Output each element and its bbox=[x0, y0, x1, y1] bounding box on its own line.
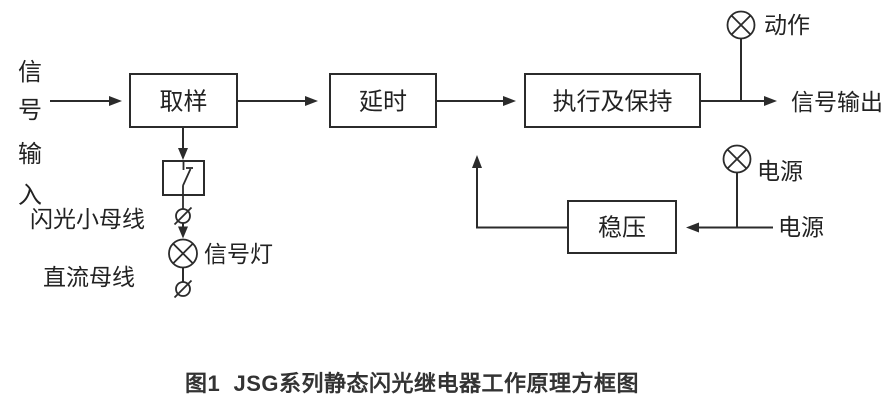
action-lamp-branch: 动作 bbox=[726, 10, 810, 101]
power-lamp-label: 电源 bbox=[757, 158, 803, 184]
arrow-delay-to-execute bbox=[437, 96, 516, 106]
block-execute-hold-label: 执行及保持 bbox=[553, 89, 673, 116]
arrow-input-to-sampling bbox=[50, 96, 122, 106]
signal-input-char-4: 入 bbox=[18, 182, 42, 209]
flash-bus-label: 闪光小母线 bbox=[30, 206, 145, 232]
signal-input-char-1: 信 bbox=[18, 59, 42, 86]
figure-caption: 图1 JSG系列静态闪光继电器工作原理方框图 bbox=[185, 371, 639, 396]
terminal-icon bbox=[173, 206, 193, 226]
dc-bus-label: 直流母线 bbox=[43, 264, 135, 290]
signal-lamp-label: 信号灯 bbox=[204, 241, 273, 267]
lamp-icon bbox=[168, 238, 198, 269]
arrow-regulator-feedback bbox=[472, 155, 568, 229]
arrow-terminal-to-lamp bbox=[178, 223, 188, 239]
signal-input-label: 信 号 输 入 bbox=[18, 59, 42, 209]
switch-icon bbox=[162, 160, 205, 209]
arrow-sampling-to-switch bbox=[178, 127, 188, 160]
block-execute-hold: 执行及保持 bbox=[524, 73, 701, 128]
block-delay-label: 延时 bbox=[359, 89, 407, 116]
terminal-icon bbox=[173, 279, 193, 299]
signal-output-label: 信号输出 bbox=[791, 89, 883, 115]
block-regulator-label: 稳压 bbox=[598, 215, 646, 242]
block-sampling: 取样 bbox=[129, 73, 238, 128]
power-source-label: 电源 bbox=[778, 214, 824, 240]
block-sampling-label: 取样 bbox=[160, 89, 208, 116]
block-regulator: 稳压 bbox=[567, 200, 677, 254]
lamp-icon bbox=[726, 10, 756, 40]
signal-input-char-2: 号 bbox=[18, 97, 42, 124]
power-lamp-branch: 电源 bbox=[722, 144, 803, 228]
arrow-power-to-regulator bbox=[686, 222, 773, 233]
lamp-icon bbox=[722, 144, 752, 174]
signal-input-char-3: 输 bbox=[18, 141, 42, 168]
action-lamp-label: 动作 bbox=[764, 12, 810, 38]
arrow-sampling-to-delay bbox=[237, 96, 318, 106]
arrow-execute-to-output bbox=[700, 96, 777, 106]
block-delay: 延时 bbox=[329, 73, 437, 128]
